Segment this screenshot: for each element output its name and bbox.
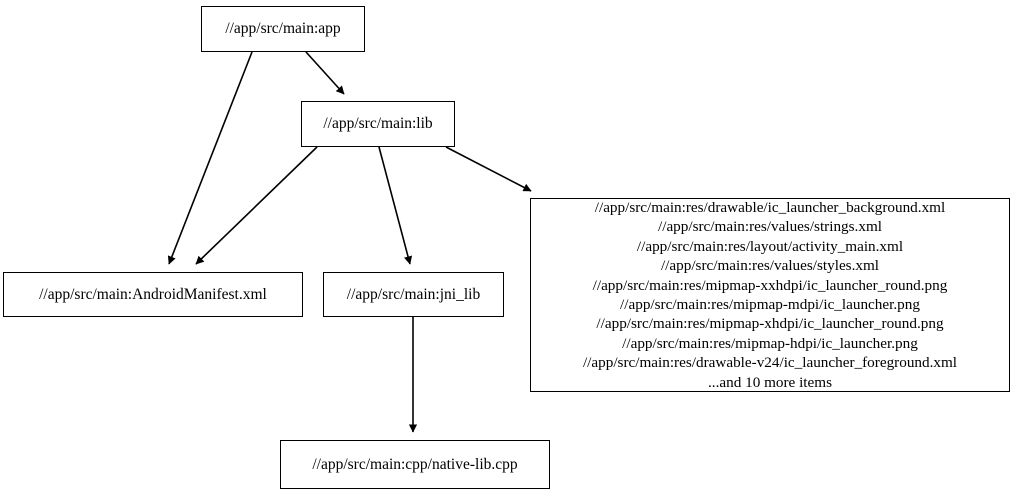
graph-node-app[interactable]: //app/src/main:app [201,6,365,52]
edge-app-to-androidmanifest [167,51,253,265]
edge-lib-to-androidmanifest [195,146,318,265]
graph-node-resources-label: //app/src/main:res/drawable/ic_launcher_… [582,198,958,391]
graph-node-jni-lib[interactable]: //app/src/main:jni_lib [323,272,504,317]
graph-node-androidmanifest[interactable]: //app/src/main:AndroidManifest.xml [3,272,303,317]
graph-node-native-lib-cpp-label: //app/src/main:cpp/native-lib.cpp [312,455,518,473]
graph-node-lib-label: //app/src/main:lib [323,115,433,133]
graph-node-native-lib-cpp[interactable]: //app/src/main:cpp/native-lib.cpp [280,440,550,489]
graph-node-resources[interactable]: //app/src/main:res/drawable/ic_launcher_… [530,198,1010,392]
edge-lib-to-resources [445,146,532,192]
edge-lib-to-jni-lib [378,146,413,265]
edge-app-to-lib [305,51,345,95]
graph-node-jni-lib-label: //app/src/main:jni_lib [346,285,481,303]
graph-node-lib[interactable]: //app/src/main:lib [301,101,455,147]
graph-node-androidmanifest-label: //app/src/main:AndroidManifest.xml [39,285,267,303]
graph-node-app-label: //app/src/main:app [225,20,341,38]
